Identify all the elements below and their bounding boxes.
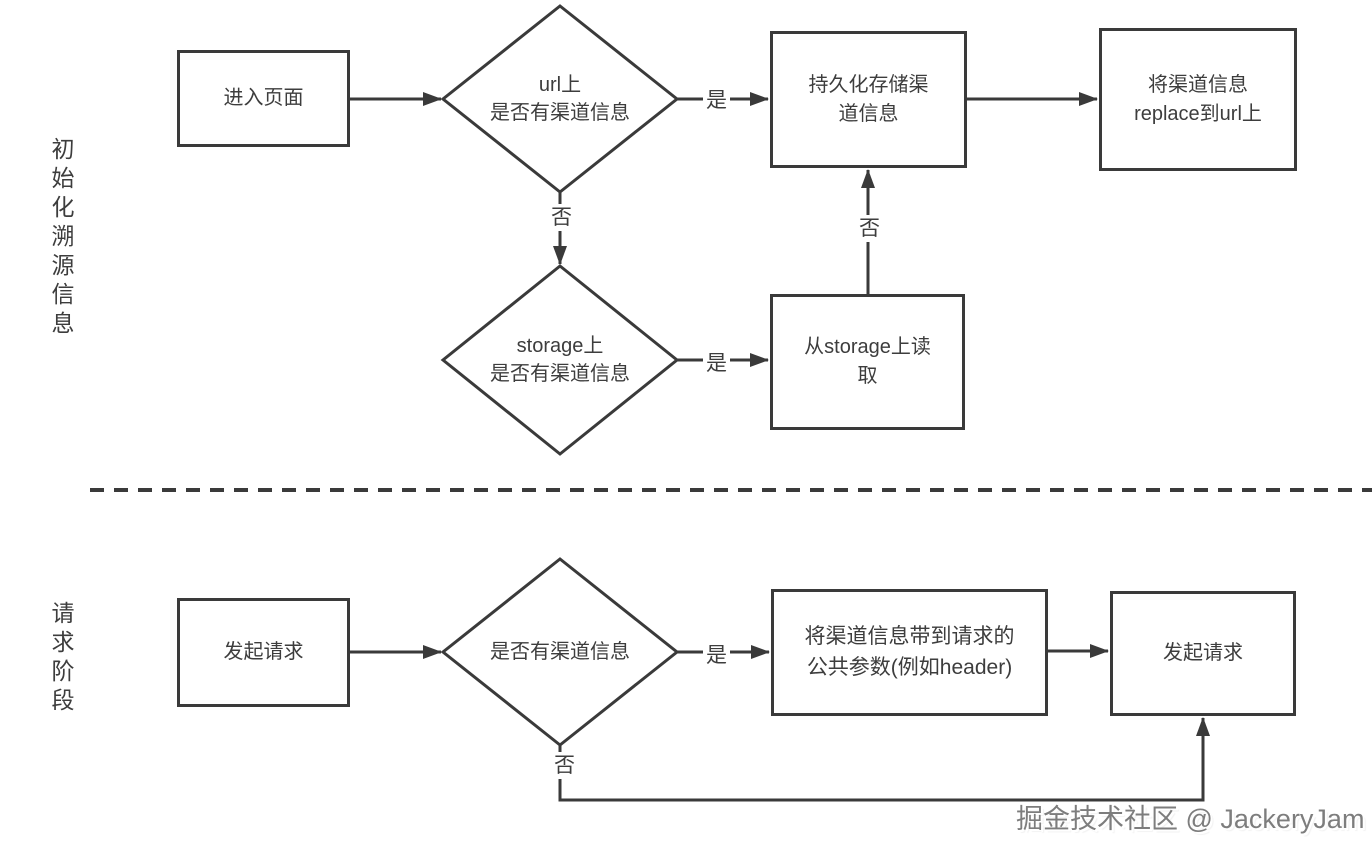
edge-label-url-no: 否 (548, 204, 575, 231)
edge-label-read-no: 否 (856, 215, 883, 242)
decision-diamond-url (440, 4, 680, 194)
node-replace-to-url: 将渠道信息 replace到url上 (1099, 28, 1297, 171)
edge-label-channel-yes: 是 (703, 642, 730, 669)
node-persist-channel: 持久化存储渠 道信息 (770, 31, 967, 168)
node-enter-page: 进入页面 (177, 50, 350, 147)
node-attach-to-params: 将渠道信息带到请求的 公共参数(例如header) (771, 589, 1048, 716)
watermark-text: 掘金技术社区 @ JackeryJam (1016, 804, 1365, 834)
node-start-request: 发起请求 (177, 598, 350, 707)
edge-label-url-yes: 是 (703, 87, 730, 114)
decision-diamond-channel (440, 557, 680, 747)
arrow-channel-no-to-send (558, 717, 1210, 802)
edge-label-channel-no: 否 (551, 752, 578, 779)
node-read-from-storage: 从storage上读 取 (770, 294, 965, 430)
node-send-request: 发起请求 (1110, 591, 1296, 716)
decision-diamond-storage (440, 264, 680, 456)
section-label-init: 初始化溯源信息 (48, 137, 74, 340)
section-label-request: 请求阶段 (48, 601, 74, 717)
edge-label-storage-yes: 是 (703, 350, 730, 377)
